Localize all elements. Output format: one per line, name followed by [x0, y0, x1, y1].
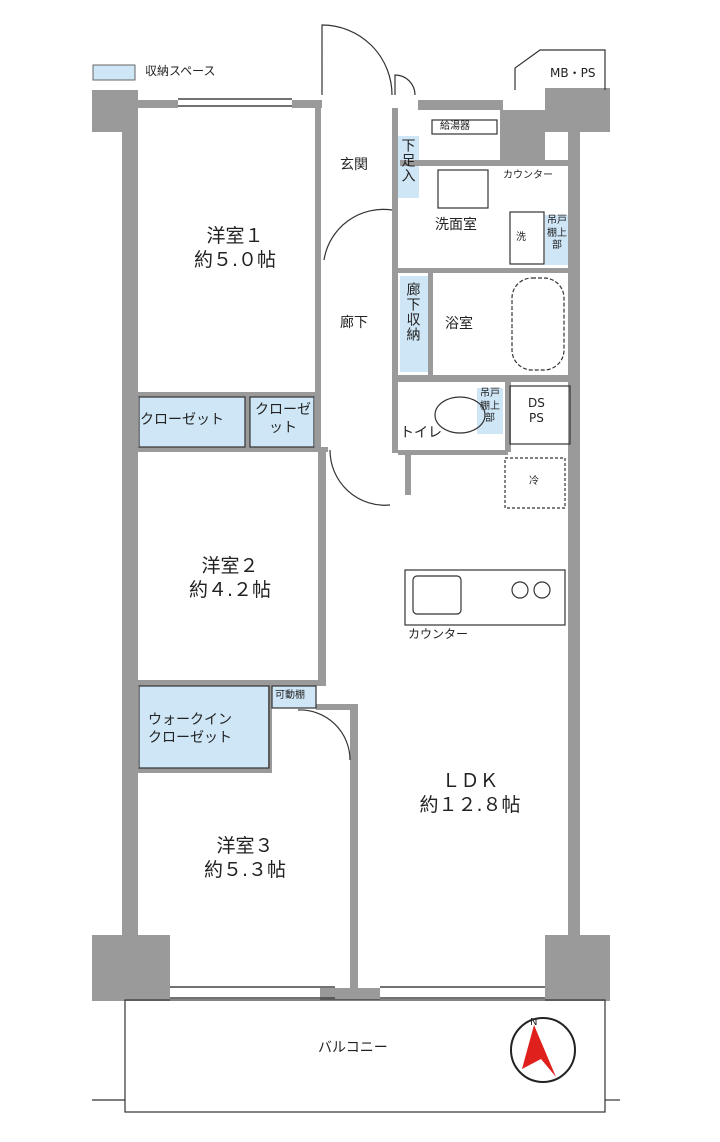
water-heater: 給湯器 — [440, 121, 470, 132]
movable-shelf: 可動棚 — [275, 690, 305, 701]
washer-mark: 洗 — [516, 232, 526, 243]
room-size: 約５.０帖 — [193, 248, 277, 271]
closet-1: クローゼット — [140, 412, 224, 428]
room-name: 洋室２ — [201, 555, 259, 577]
room-name: 洋室１ — [206, 225, 264, 247]
compass-needle-icon — [522, 1025, 556, 1077]
shoe-storage-fill — [395, 136, 419, 198]
room-name: 洋室３ — [216, 835, 274, 857]
room-entrance: 玄関 — [340, 157, 368, 173]
compass-north: N — [530, 1017, 538, 1028]
windows — [170, 98, 545, 999]
ds-label: DS — [528, 396, 545, 410]
walk-in-closet-fill — [139, 686, 269, 768]
walk-in-closet-line-1: ウォークイン — [148, 712, 232, 728]
ac-mark: 冷 — [529, 476, 539, 487]
room-size: 約４.２帖 — [188, 578, 272, 601]
closet-1-fill — [139, 397, 245, 447]
washroom-counter: カウンター — [503, 170, 553, 181]
shoe-storage: 下足入 — [399, 138, 416, 183]
room-western-1: 洋室１ 約５.０帖 — [160, 225, 310, 273]
walk-in-closet: ウォークイン クローゼット — [148, 712, 232, 747]
corridor-storage: 廊下収納 — [404, 282, 421, 342]
legend-swatch — [92, 64, 136, 81]
room-size: 約１２.８帖 — [419, 793, 521, 816]
movable-shelf-fill — [272, 686, 316, 708]
room-toilet: トイレ — [400, 425, 442, 441]
washroom-upper-cabinet: 吊戸棚上部 — [547, 215, 567, 251]
room-balcony: バルコニー — [318, 1040, 388, 1056]
toilet-cabinet-fill — [477, 388, 503, 434]
room-name: ＬＤＫ — [441, 770, 499, 792]
ds-ps: DS PS — [528, 396, 545, 426]
outlines — [92, 24, 620, 1113]
walls — [92, 88, 610, 1001]
ps-label: PS — [529, 411, 544, 425]
room-western-3: 洋室３ 約５.３帖 — [170, 835, 320, 883]
room-corridor: 廊下 — [340, 315, 368, 331]
corridor-storage-fill — [400, 276, 428, 372]
mb-ps: MB・PS — [550, 66, 596, 80]
walk-in-closet-line-2: クローゼット — [148, 729, 232, 746]
closet-2-fill — [250, 397, 314, 447]
toilet-upper-cabinet: 吊戸棚上部 — [480, 388, 500, 424]
room-ldk: ＬＤＫ 約１２.８帖 — [385, 770, 555, 818]
washroom-cabinet-fill — [545, 215, 569, 265]
kitchen-counter: カウンター — [408, 627, 469, 641]
room-washroom: 洗面室 — [435, 217, 477, 233]
compass: N — [508, 1015, 578, 1085]
room-western-2: 洋室２ 約４.２帖 — [155, 555, 305, 603]
closet-2: クローゼット — [255, 402, 311, 436]
legend-label: 収納スペース — [145, 64, 216, 78]
room-size: 約５.３帖 — [203, 858, 287, 881]
storage-areas — [92, 64, 569, 768]
room-bathroom: 浴室 — [445, 316, 473, 332]
